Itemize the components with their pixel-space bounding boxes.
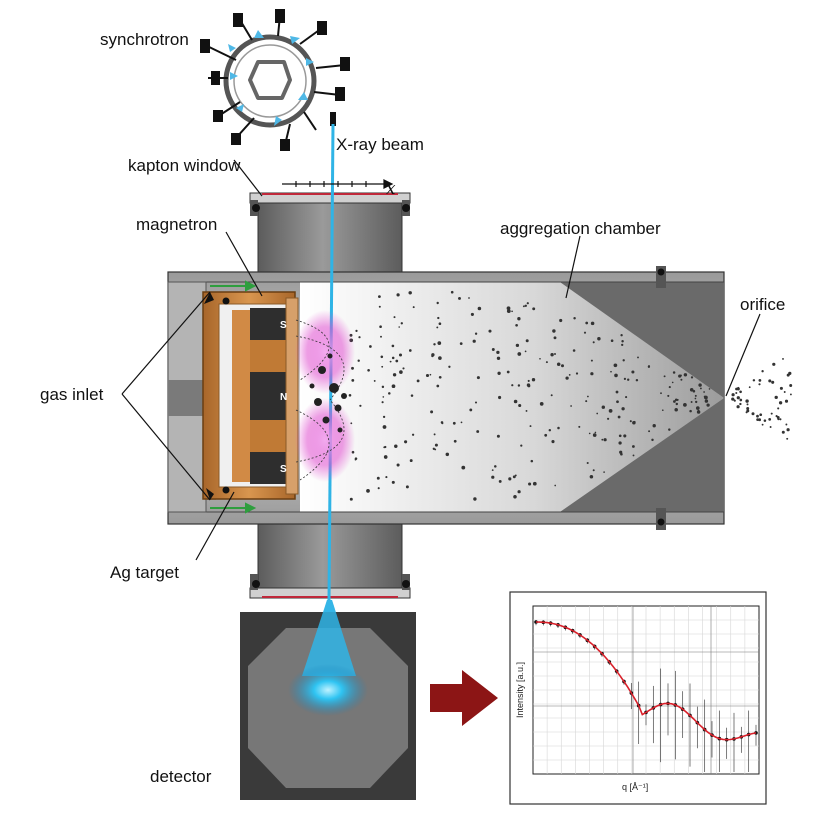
detector-label: detector (150, 767, 212, 786)
gas-inlet-label: gas inlet (40, 385, 104, 404)
saxs-plot-data (534, 620, 758, 772)
xray-beam-label: X-ray beam (336, 135, 424, 154)
aggregation-chamber-label: aggregation chamber (500, 219, 661, 238)
saxs-ylabel: Intensity [a.u.] (515, 662, 525, 718)
beamline-port (330, 112, 336, 126)
upper-window-tube (249, 192, 411, 275)
orifice-label: orifice (740, 295, 785, 314)
synchrotron-ring (223, 34, 317, 128)
pole-s-bottom: S (280, 464, 287, 475)
synchrotron-label: synchrotron (100, 30, 189, 49)
detector (240, 600, 416, 800)
result-arrow (430, 670, 498, 726)
x-axis-indicator (282, 179, 394, 189)
saxs-plot-frame (509, 591, 767, 805)
synchrotron-beam-arrows (228, 30, 314, 126)
magnet-s-bottom (250, 452, 286, 484)
pole-s-top: S (280, 320, 287, 331)
synchrotron-bending-magnets (200, 9, 350, 151)
magnetron-assembly: S N S (202, 291, 299, 500)
ag-target-plate (285, 297, 299, 495)
cluster-beam-outflow (731, 357, 793, 440)
gas-inlet-arrows (210, 280, 257, 514)
magnet-n (250, 372, 286, 420)
plasma-glow (295, 310, 355, 482)
x-axis-label: x (386, 179, 396, 199)
magnet-s-top (250, 308, 286, 340)
leader-lines (121, 159, 761, 561)
saxs-xlabel: q [Å⁻¹] (622, 782, 648, 792)
leader-arrowheads (204, 292, 214, 500)
magnetron-label: magnetron (136, 215, 217, 234)
pole-n: N (280, 392, 287, 403)
kapton-window-label: kapton window (128, 156, 241, 175)
ag-target-label: Ag target (110, 563, 179, 582)
